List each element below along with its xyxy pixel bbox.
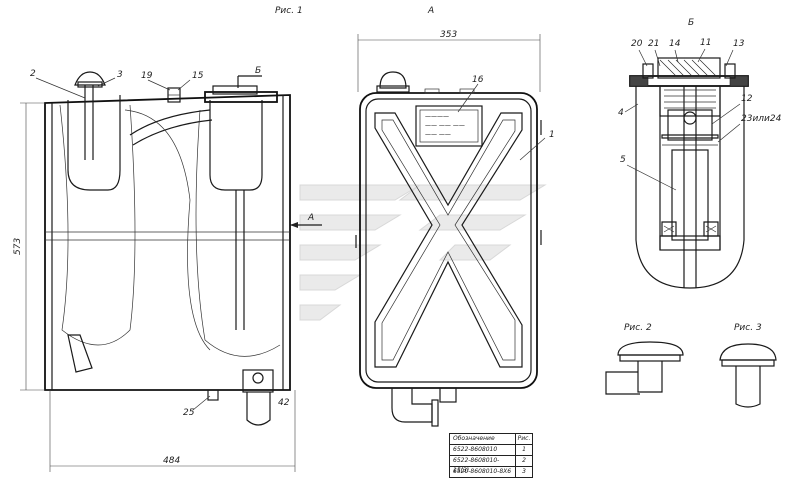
view-a-label: А [427, 6, 434, 16]
table-row: 6522-8608010 1 [450, 445, 532, 456]
callout-3: 3 [117, 70, 123, 80]
fig3-title: Рис. 3 [734, 323, 762, 333]
table-cell-fig: 3 [522, 468, 526, 475]
table-row: 6522-8608010-15(3) 2 [450, 456, 532, 474]
callout-15: 15 [192, 71, 204, 81]
table-row: 6520-8608010-8Х6 3 [450, 467, 532, 477]
nameplate-line-3: —— —— [425, 131, 451, 138]
callout-12: 12 [741, 94, 753, 104]
callout-13: 13 [733, 39, 745, 49]
callout-20: 20 [631, 39, 643, 49]
view-b-label: Б [688, 18, 694, 28]
callout-5: 5 [620, 155, 626, 165]
callout-2: 2 [30, 69, 36, 79]
nameplate-line-2: —— —— —— [425, 122, 465, 129]
parts-table: Обозначение Рис. 6522-8608010 1 6522-860… [449, 433, 533, 478]
table-cell-fig: 1 [522, 446, 526, 453]
nameplate-line-1: ———— [425, 113, 449, 120]
callout-19: 19 [141, 71, 153, 81]
table-cell-designation: 6520-8608010-8Х6 [450, 467, 516, 477]
callout-1: 1 [549, 130, 555, 140]
table-header-designation: Обозначение [450, 434, 516, 444]
watermark-logo [299, 184, 547, 321]
callout-42: 42 [278, 398, 290, 408]
callout-4: 4 [618, 108, 624, 118]
dim-width-front: 353 [440, 30, 457, 40]
dim-width-side: 484 [163, 456, 180, 466]
callout-14: 14 [669, 39, 681, 49]
callout-25: 25 [183, 408, 195, 418]
table-cell-designation: 6522-8608010 [450, 445, 516, 455]
table-cell-fig: 2 [522, 457, 526, 464]
fig1-title: Рис. 1 [275, 6, 303, 16]
arrow-b-label: Б [255, 66, 261, 76]
side-view: Рис. 1 [13, 6, 322, 472]
fig2-title: Рис. 2 [624, 323, 652, 333]
table-header-fig: Рис. [517, 435, 531, 442]
callout-21: 21 [648, 39, 659, 49]
fig2-view: Рис. 2 [605, 323, 684, 395]
table-cell-designation: 6522-8608010-15(3) [450, 456, 516, 474]
dim-height-side: 573 [13, 238, 23, 255]
callout-11: 11 [700, 38, 711, 48]
table-header-row: Обозначение Рис. [450, 434, 532, 445]
callout-23-or-24: 23или24 [741, 114, 782, 124]
fig3-view: Рис. 3 [719, 323, 777, 408]
front-view: А ———— —— —— —— —— —— 353 16 [355, 6, 555, 427]
section-b-view: Б 20 21 14 [618, 18, 782, 289]
arrow-a-label: А [307, 213, 314, 223]
callout-16: 16 [472, 75, 484, 85]
